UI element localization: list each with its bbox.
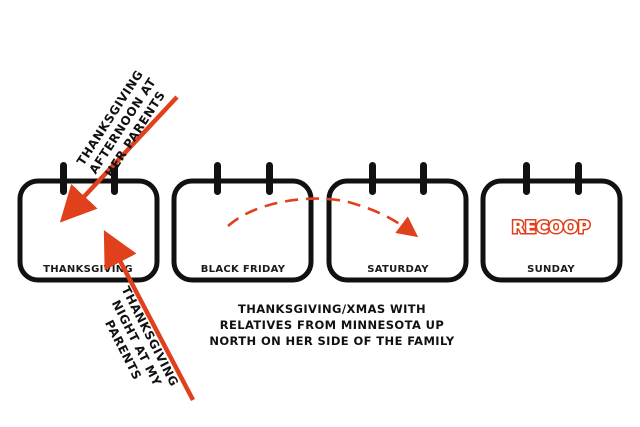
calendar-saturday: SATURDAY xyxy=(326,162,469,283)
annotation-relatives: THANKSGIVING/XMAS WITH RELATIVES FROM MI… xyxy=(209,302,455,348)
calendar-black-friday: BLACK FRIDAY xyxy=(171,162,314,283)
dashed-arrow-icon xyxy=(227,197,419,238)
annotation-line: NORTH ON HER SIDE OF THE FAMILY xyxy=(209,334,455,348)
day-label-sunday: SUNDAY xyxy=(527,264,575,275)
calendar-frame xyxy=(171,178,314,283)
binder-ring-icon xyxy=(420,162,427,195)
annotation-line: THANKSGIVING/XMAS WITH xyxy=(238,302,426,316)
calendar-frame xyxy=(17,178,160,283)
calendar-sunday: RECOOP SUNDAY xyxy=(480,162,623,283)
calendar-frame xyxy=(326,178,469,283)
binder-ring-icon xyxy=(369,162,376,195)
day-label-black-friday: BLACK FRIDAY xyxy=(201,264,286,275)
binder-ring-icon xyxy=(266,162,273,195)
arrow-icon xyxy=(59,95,179,223)
annotation-thanksgiving-night: THANKSGIVING NIGHT AT MY PARENTS xyxy=(102,284,181,389)
binder-ring-icon xyxy=(214,162,221,195)
annotation-thanksgiving-afternoon: THANKSGIVING AFTERNOON AT HER PARENTS xyxy=(74,67,168,179)
calendar-thanksgiving: THANKSGIVING xyxy=(17,162,160,283)
binder-ring-icon xyxy=(523,162,530,195)
calendar-frame xyxy=(480,178,623,283)
binder-ring-icon xyxy=(575,162,582,195)
annotation-line: RELATIVES FROM MINNESOTA UP xyxy=(220,318,444,332)
day-label-saturday: SATURDAY xyxy=(367,264,429,275)
binder-ring-icon xyxy=(111,162,118,195)
binder-ring-icon xyxy=(60,162,67,195)
day-label-thanksgiving: THANKSGIVING xyxy=(43,264,133,275)
arrow-icon xyxy=(103,230,195,402)
recoop-badge: RECOOP xyxy=(512,218,591,238)
